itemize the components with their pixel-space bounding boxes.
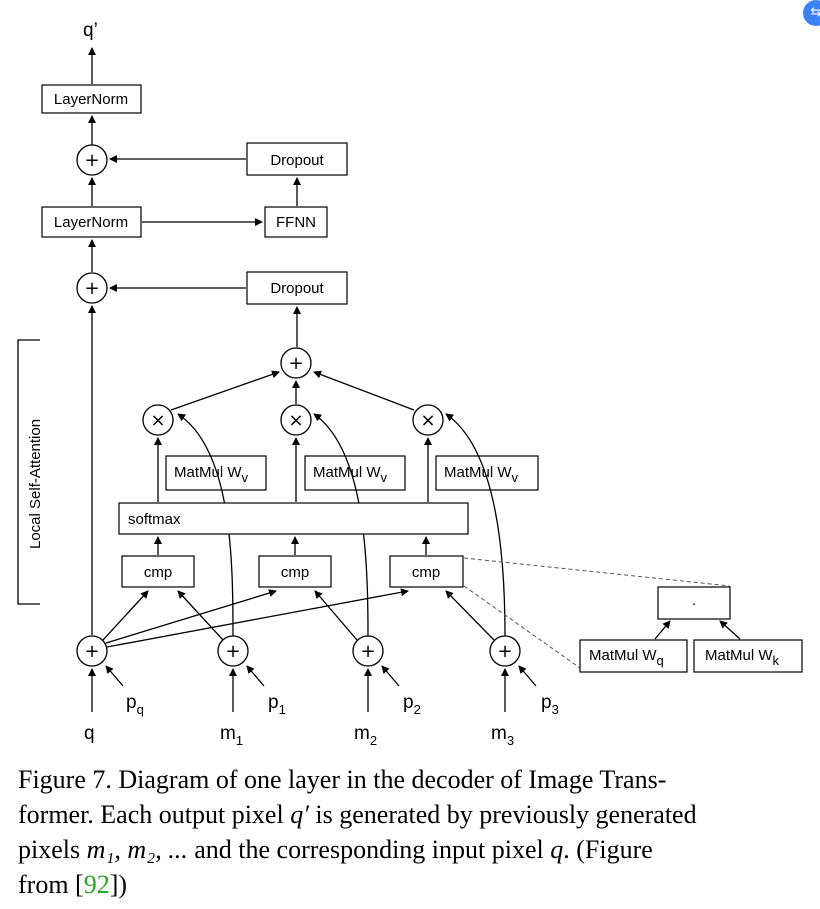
plus-icon: + — [84, 641, 99, 662]
matmul-wv-box-3 — [435, 455, 539, 491]
input-add-m2 — [352, 635, 384, 667]
cmp-label-3: cmp — [412, 564, 440, 581]
input-m1-label: m1 — [220, 723, 243, 748]
input-pq-label: pq — [126, 692, 144, 717]
input-p1-label: p1 — [268, 692, 286, 717]
figure-caption: Figure 7. Diagram of one layer in the de… — [18, 762, 808, 902]
residual-add-top — [76, 144, 108, 176]
times-icon: × — [420, 410, 435, 431]
softmax-box — [118, 502, 469, 535]
layernorm-top-box — [41, 84, 142, 114]
layernorm-mid-box — [41, 206, 142, 238]
matmul-wq-label: MatMul Wq — [589, 647, 664, 668]
plus-icon: + — [84, 278, 99, 299]
input-p2-label: p2 — [403, 692, 421, 717]
local-attention-bracket — [17, 339, 40, 605]
matmul-wk-label: MatMul Wk — [705, 647, 780, 668]
layernorm-top-label: LayerNorm — [54, 91, 128, 108]
cmp-box-1 — [121, 555, 195, 588]
matmul-wv-label-2: MatMul Wv — [313, 464, 388, 485]
ffnn-box — [264, 206, 328, 238]
input-add-q — [76, 635, 108, 667]
dropout-top-label: Dropout — [270, 152, 324, 169]
dropout-mid-label: Dropout — [270, 280, 324, 297]
times-icon: × — [288, 410, 303, 431]
input-m3-label: m3 — [491, 723, 514, 748]
plus-icon: + — [84, 150, 99, 171]
input-p3-label: p3 — [541, 692, 559, 717]
caption-line-4: from [92]) — [18, 870, 128, 899]
matmul-wq-box — [579, 639, 688, 673]
matmul-wk-box — [693, 639, 803, 673]
caption-line-1: Figure 7. Diagram of one layer in the de… — [18, 765, 667, 794]
transformer-decoder-diagram: q’ LayerNorm + Dropout LayerNorm FFNN + … — [17, 20, 803, 748]
plus-icon: + — [497, 641, 512, 662]
cmp-label-2: cmp — [281, 564, 309, 581]
cmp-box-2 — [258, 555, 332, 588]
residual-add-mid — [76, 272, 108, 304]
matmul-wv-label-1: MatMul Wv — [174, 464, 249, 485]
ffnn-label: FFNN — [276, 214, 316, 231]
multiply-node-1 — [142, 404, 174, 436]
matmul-wv-label-3: MatMul Wv — [444, 464, 519, 485]
times-icon: × — [150, 410, 165, 431]
plus-icon: + — [288, 353, 303, 374]
softmax-label: softmax — [128, 511, 181, 528]
input-add-m3 — [489, 635, 521, 667]
dropout-mid-box — [246, 271, 348, 305]
input-add-m1 — [217, 635, 249, 667]
translate-icon[interactable]: ⇆ — [803, 0, 820, 26]
dot-product-box — [657, 586, 731, 620]
multiply-node-3 — [412, 404, 444, 436]
multiply-node-2 — [280, 404, 312, 436]
dropout-top-box — [246, 142, 348, 176]
caption-line-3: pixels m₁, m₂, ... and the corresponding… — [18, 835, 653, 864]
plus-icon: + — [360, 641, 375, 662]
layernorm-mid-label: LayerNorm — [54, 214, 128, 231]
cmp-box-3 — [389, 555, 464, 588]
citation-link[interactable]: 92 — [83, 870, 110, 899]
matmul-wv-box-1 — [165, 455, 267, 491]
local-self-attention-label: Local Self-Attention — [27, 419, 44, 549]
cmp-label-1: cmp — [144, 564, 172, 581]
attention-sum — [280, 347, 312, 379]
dot-product-label: · — [692, 595, 697, 612]
input-m2-label: m2 — [354, 723, 377, 748]
input-q-label: q — [84, 723, 95, 744]
output-label: q’ — [83, 20, 98, 41]
caption-line-2: former. Each output pixel q′ is generate… — [18, 800, 697, 829]
plus-icon: + — [225, 641, 240, 662]
